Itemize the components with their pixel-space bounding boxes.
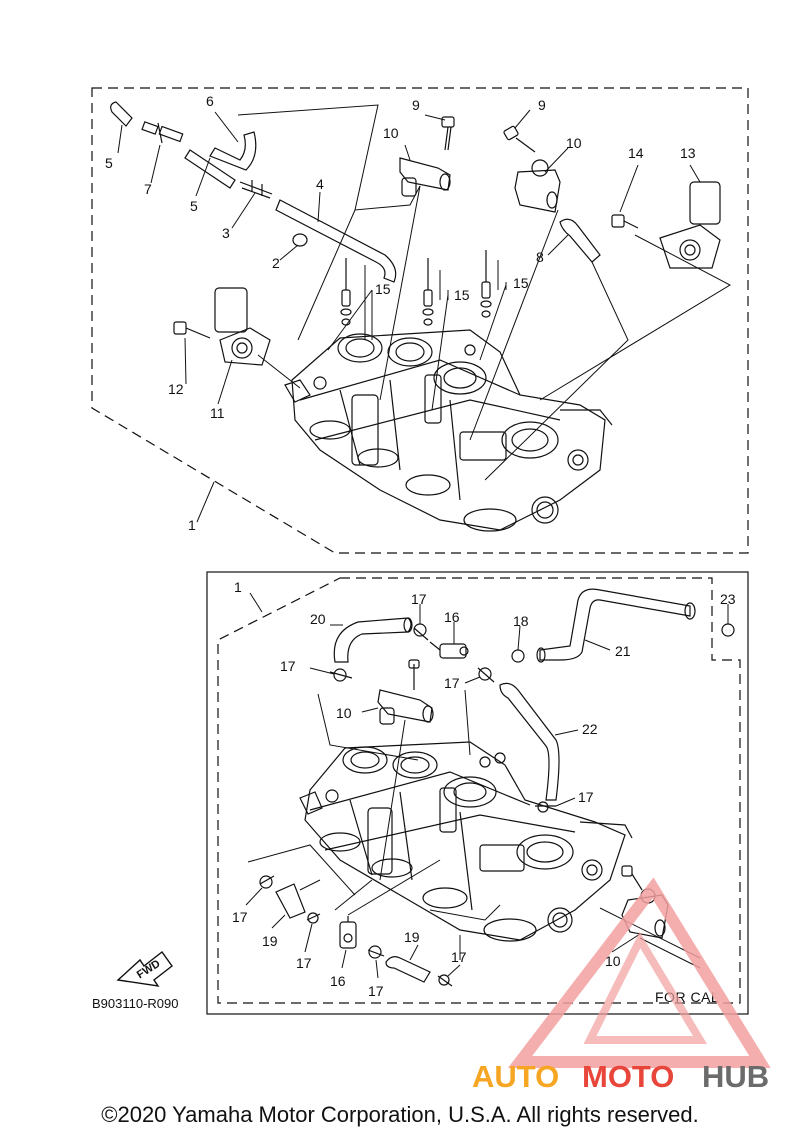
diagram-code: B903110-R090 xyxy=(92,996,179,1011)
callout-19-bottom: 19 xyxy=(404,929,420,945)
callout-13: 13 xyxy=(680,145,696,161)
callout-11: 11 xyxy=(210,405,225,421)
part-clip-23 xyxy=(721,623,735,637)
callout-17-b: 17 xyxy=(280,658,296,674)
callout-6: 6 xyxy=(206,93,214,109)
fwd-arrow-icon xyxy=(116,950,173,987)
callout-15-left: 15 xyxy=(375,281,391,297)
callout-17-e: 17 xyxy=(232,909,248,925)
callout-17-g: 17 xyxy=(368,983,384,999)
part-sensor-11 xyxy=(214,287,271,366)
watermark-auto: AUTO xyxy=(472,1059,559,1094)
part-connector-7 xyxy=(141,121,184,144)
part-injector-15b xyxy=(422,258,434,326)
part-hose-22 xyxy=(499,682,560,801)
callout-18: 18 xyxy=(513,613,529,629)
part-bolt-9b xyxy=(503,125,536,153)
part-sensor-13 xyxy=(659,181,721,269)
part-injector-15c xyxy=(480,250,492,318)
callout-9-left: 9 xyxy=(412,97,420,113)
part-injector-15a xyxy=(340,258,352,326)
part-pipe-21 xyxy=(539,588,691,661)
copyright-notice: ©2020 Yamaha Motor Corporation, U.S.A. A… xyxy=(101,1102,699,1127)
part-bolt-14 xyxy=(611,214,639,229)
callout-7: 7 xyxy=(144,181,152,197)
callout-9-right: 9 xyxy=(538,97,546,113)
upper-frame xyxy=(91,87,749,554)
part-hose-20 xyxy=(333,617,412,663)
part-clip-18 xyxy=(511,649,525,663)
callout-17-a: 17 xyxy=(411,591,427,607)
callout-19-left: 19 xyxy=(262,933,278,949)
callout-21: 21 xyxy=(615,643,631,659)
lower-frame xyxy=(206,571,749,1015)
callout-17-f: 17 xyxy=(296,955,312,971)
callout-15-mid: 15 xyxy=(454,287,470,303)
throttle-body-upper xyxy=(284,329,613,532)
part-grommet-2 xyxy=(292,233,308,247)
lower-leader-lines xyxy=(245,592,729,979)
callout-8: 8 xyxy=(536,249,544,265)
callout-10-upper-right: 10 xyxy=(566,135,582,151)
callout-17-h: 17 xyxy=(451,949,467,965)
callout-14: 14 xyxy=(628,145,644,161)
callout-10-upper-left: 10 xyxy=(383,125,399,141)
callout-22: 22 xyxy=(582,721,598,737)
callout-1-upper: 1 xyxy=(188,517,196,533)
part-hose-19b xyxy=(385,956,431,983)
callout-20: 20 xyxy=(310,611,326,627)
part-sensor-10c xyxy=(377,659,434,725)
upper-leader-lines xyxy=(117,104,732,523)
part-hose-8 xyxy=(559,218,601,263)
part-fitting-3 xyxy=(239,180,273,199)
part-sensor-10a xyxy=(399,157,451,197)
callout-2: 2 xyxy=(272,255,280,271)
callout-3: 3 xyxy=(222,225,230,241)
callout-15-right: 15 xyxy=(513,275,529,291)
callout-10-lower: 10 xyxy=(336,705,352,721)
part-hose-5 xyxy=(184,149,236,189)
part-clip-17 xyxy=(259,623,556,987)
watermark-moto: MOTO xyxy=(582,1059,674,1094)
part-hose-19a xyxy=(275,883,306,919)
callout-4: 4 xyxy=(316,176,324,192)
callout-23: 23 xyxy=(720,591,736,607)
callout-12: 12 xyxy=(168,381,184,397)
callout-17-d: 17 xyxy=(578,789,594,805)
part-cap-5 xyxy=(110,101,133,127)
part-fitting-16a xyxy=(429,641,469,659)
lower-inner-frame xyxy=(217,577,741,1004)
callout-1-lower: 1 xyxy=(234,579,242,595)
callout-16-top: 16 xyxy=(444,609,460,625)
watermark-hub: HUB xyxy=(702,1059,769,1094)
callout-16-bottom: 16 xyxy=(330,973,346,989)
part-hose-6 xyxy=(209,131,257,171)
callout-5-top: 5 xyxy=(105,155,113,171)
part-fitting-16b xyxy=(339,916,357,949)
part-screw-12 xyxy=(173,321,211,339)
part-sensor-10b xyxy=(514,159,561,213)
part-hose-4 xyxy=(275,199,397,283)
callout-labels: 6 5 7 5 3 4 2 9 10 9 10 8 14 13 15 15 15… xyxy=(105,93,736,999)
callout-10-lower-right: 10 xyxy=(605,953,621,969)
watermark-logo: AUTO MOTO HUB xyxy=(472,877,771,1094)
callout-17-c: 17 xyxy=(444,675,460,691)
throttle-body-lower xyxy=(299,741,633,942)
callout-5-mid: 5 xyxy=(190,198,198,214)
part-bolt-9a xyxy=(441,116,455,151)
